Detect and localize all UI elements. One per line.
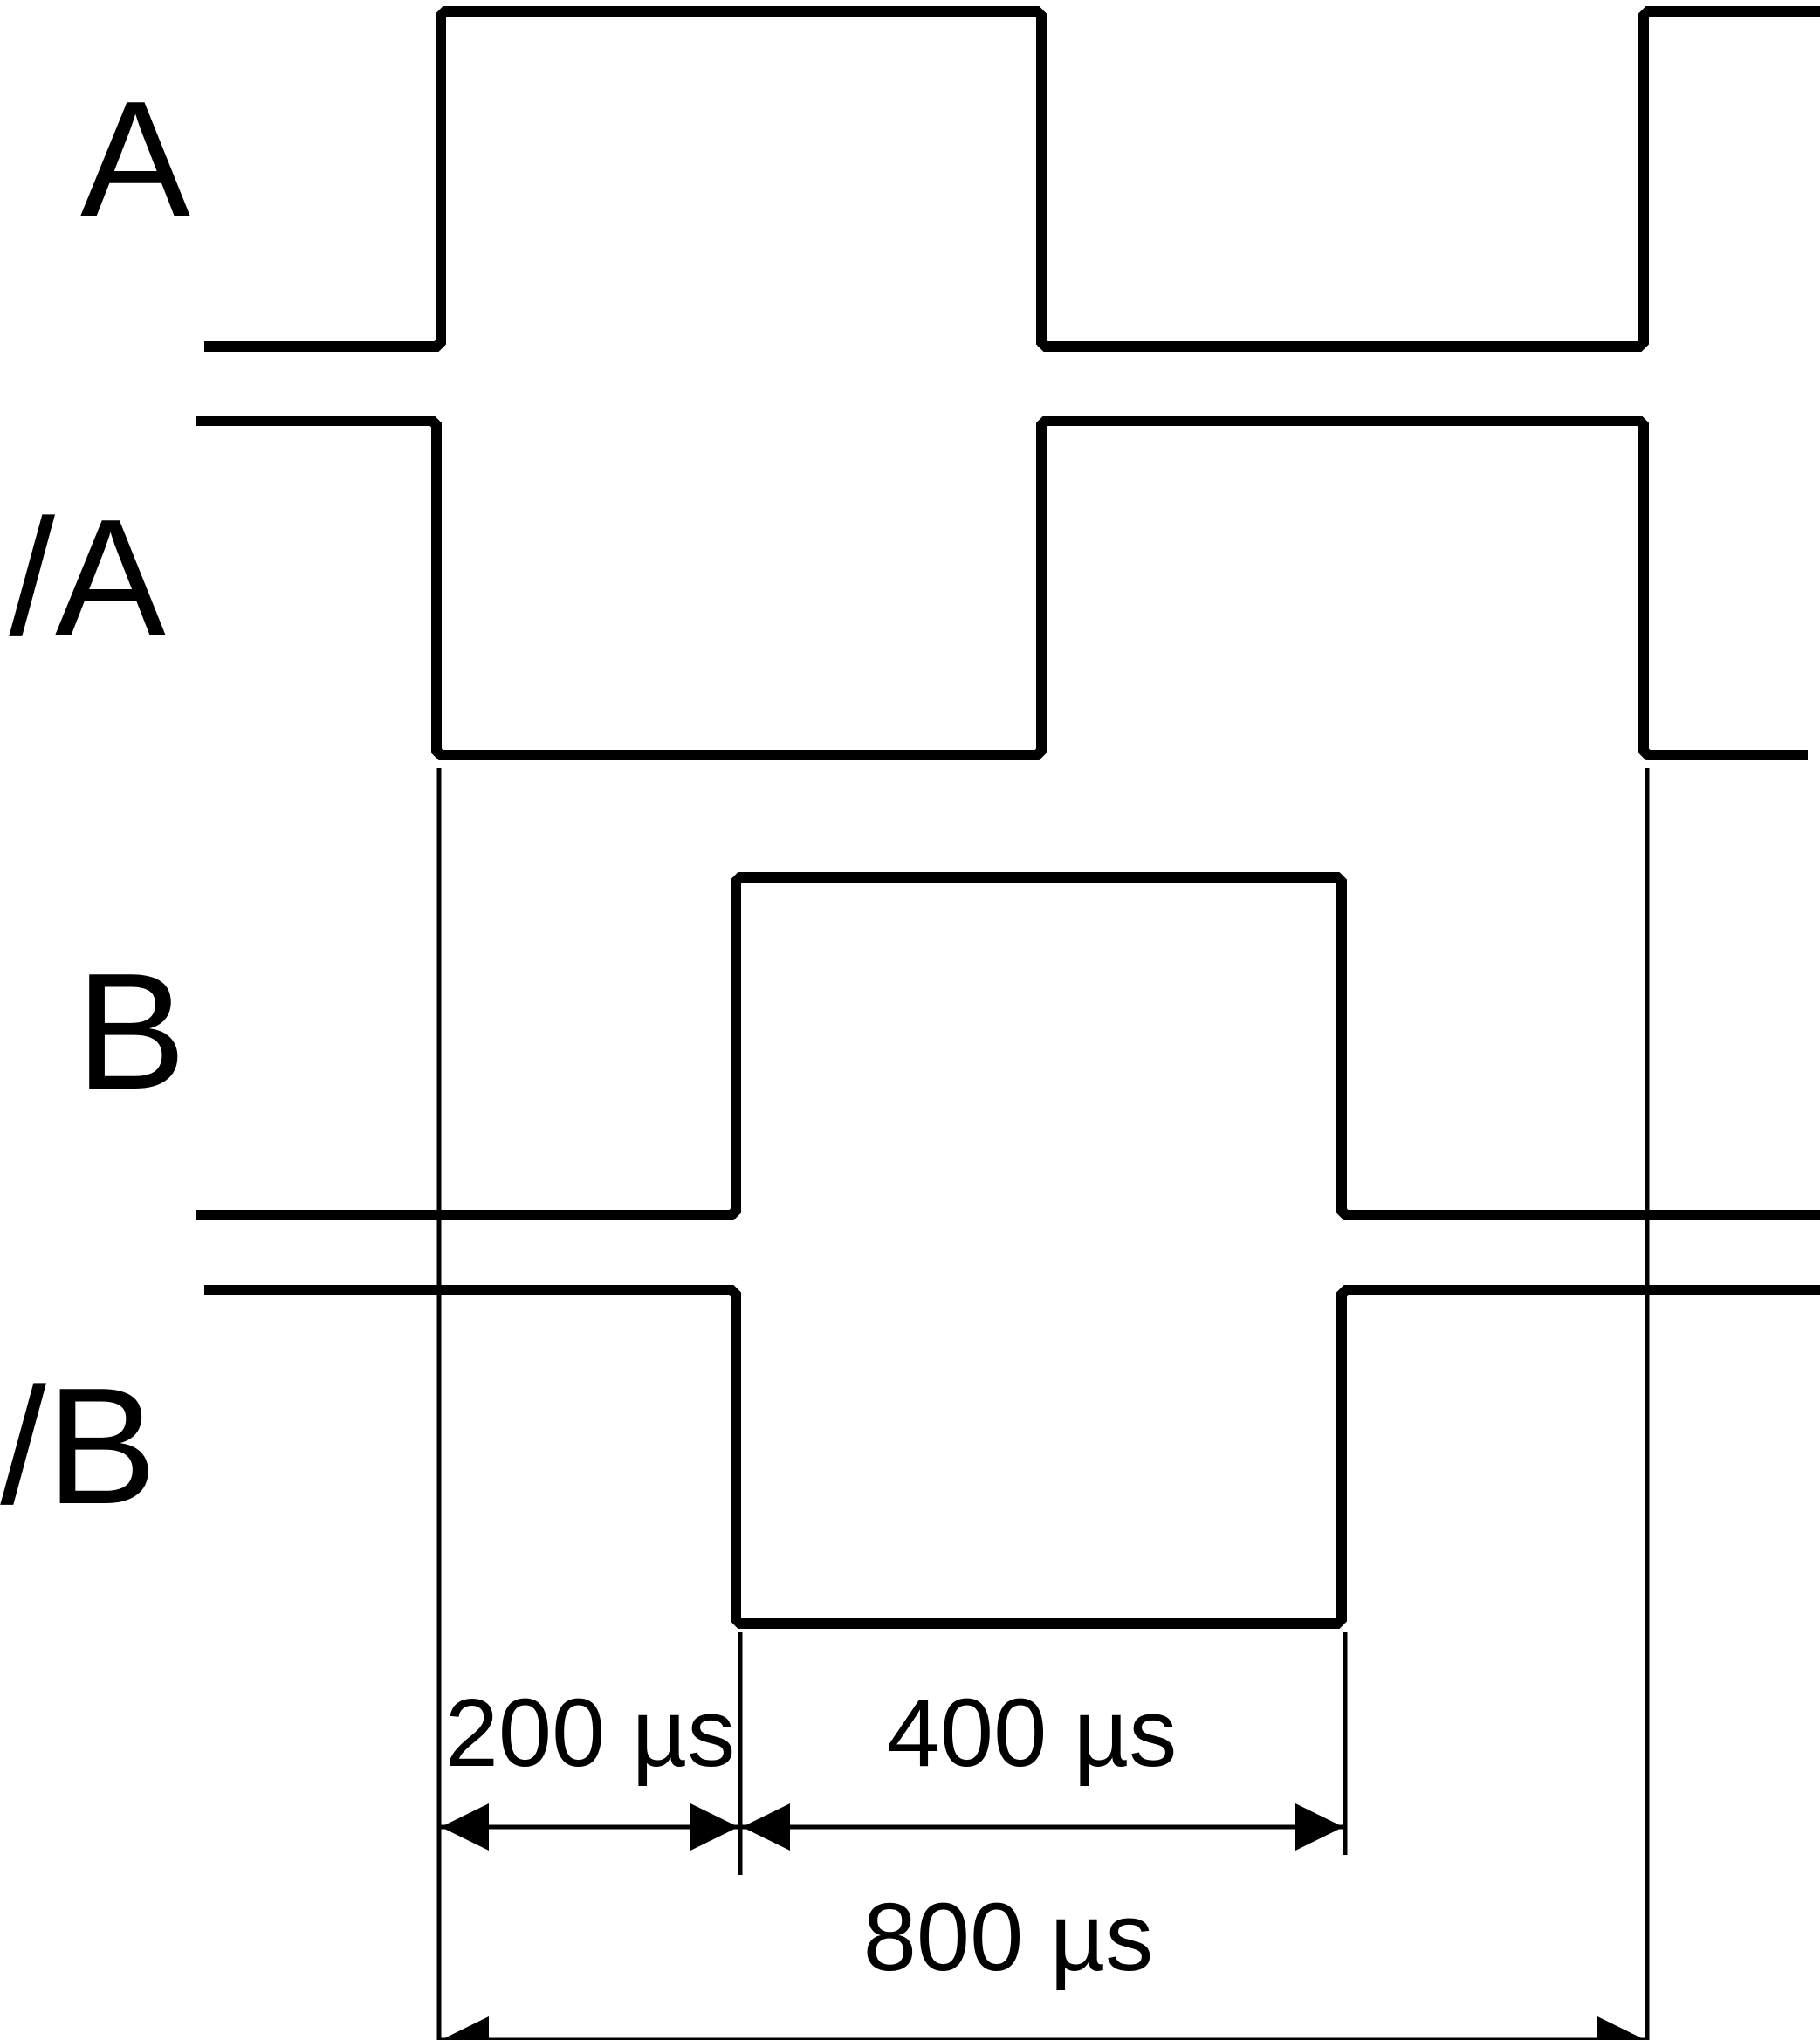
signal-label-a: A: [80, 67, 191, 252]
dimension-label-phase: 200 µs: [445, 1679, 735, 1787]
signal-label-b: B: [76, 939, 187, 1124]
arrow-head-period-left: [441, 2016, 489, 2040]
waveform-b-inverted: [204, 1285, 1820, 1629]
arrow-head-high-left: [742, 1803, 790, 1851]
arrow-head-phase-right: [690, 1803, 738, 1851]
dimension-label-high: 400 µs: [887, 1679, 1177, 1787]
waveform-a: [204, 6, 1820, 352]
signal-label-a-inverted: /A: [9, 485, 166, 670]
waveform-a-inverted: [196, 416, 1808, 760]
arrow-head-high-right: [1295, 1803, 1343, 1851]
waveform-b: [196, 872, 1820, 1220]
arrow-head-phase-left: [441, 1803, 489, 1851]
arrow-head-period-right: [1597, 2016, 1645, 2040]
dimension-label-period: 800 µs: [863, 1884, 1153, 1991]
signal-label-b-inverted: /B: [0, 1354, 157, 1539]
